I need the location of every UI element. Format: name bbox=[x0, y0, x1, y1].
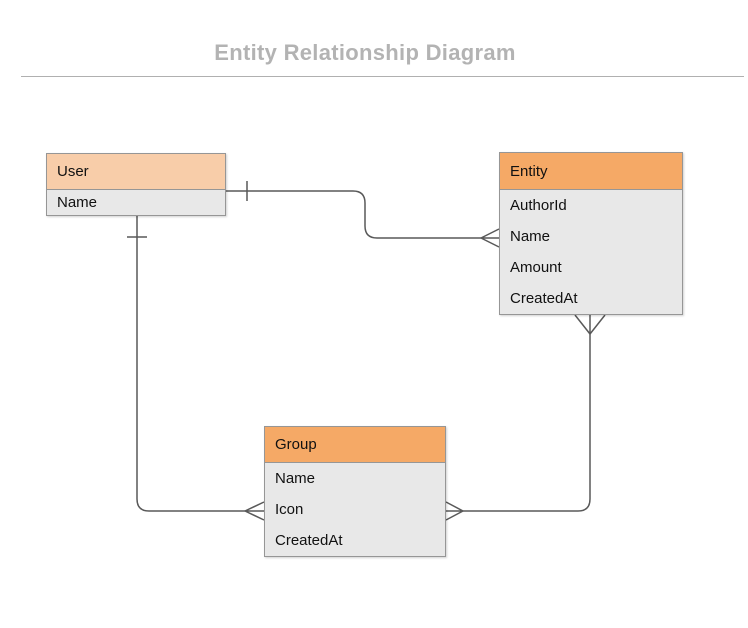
table-row: AuthorId bbox=[500, 190, 682, 221]
table-row: CreatedAt bbox=[265, 525, 445, 556]
connector-user-entity[interactable] bbox=[226, 181, 500, 248]
field-label: AuthorId bbox=[510, 197, 567, 214]
table-header: Entity bbox=[500, 153, 682, 190]
table-header: User bbox=[47, 154, 225, 190]
page-title: Entity Relationship Diagram bbox=[214, 40, 516, 65]
connector-line bbox=[463, 334, 591, 512]
field-label: Name bbox=[275, 470, 316, 487]
crow-foot-many-icon bbox=[445, 501, 464, 521]
table-title: Entity bbox=[510, 162, 548, 180]
entity-table-entity[interactable]: Entity AuthorId Name Amount CreatedAt bbox=[499, 152, 683, 315]
connector-user-group[interactable] bbox=[127, 216, 265, 521]
field-label: Name bbox=[510, 228, 551, 245]
entity-table-group[interactable]: Group Name Icon CreatedAt bbox=[264, 426, 446, 557]
field-label: Icon bbox=[275, 501, 304, 518]
crow-foot-many-icon bbox=[244, 501, 265, 521]
title-divider bbox=[21, 76, 744, 77]
table-row: Name bbox=[47, 190, 225, 215]
table-row: CreatedAt bbox=[500, 283, 682, 314]
connector-entity-group[interactable] bbox=[445, 314, 606, 521]
table-row: Icon bbox=[265, 494, 445, 525]
table-row: Name bbox=[500, 221, 682, 252]
table-title: Group bbox=[275, 436, 317, 453]
field-label: CreatedAt bbox=[275, 532, 343, 549]
crow-foot-many-icon bbox=[480, 228, 500, 248]
field-label: Amount bbox=[510, 259, 562, 276]
table-header: Group bbox=[265, 427, 445, 463]
table-title: User bbox=[57, 163, 89, 180]
crow-foot-many-icon bbox=[574, 314, 606, 335]
table-row: Name bbox=[265, 463, 445, 494]
table-row: Amount bbox=[500, 252, 682, 283]
connector-line bbox=[136, 216, 245, 512]
entity-table-user[interactable]: User Name bbox=[46, 153, 226, 216]
connector-line bbox=[226, 190, 481, 239]
field-label: Name bbox=[57, 194, 98, 211]
field-label: CreatedAt bbox=[510, 290, 578, 307]
